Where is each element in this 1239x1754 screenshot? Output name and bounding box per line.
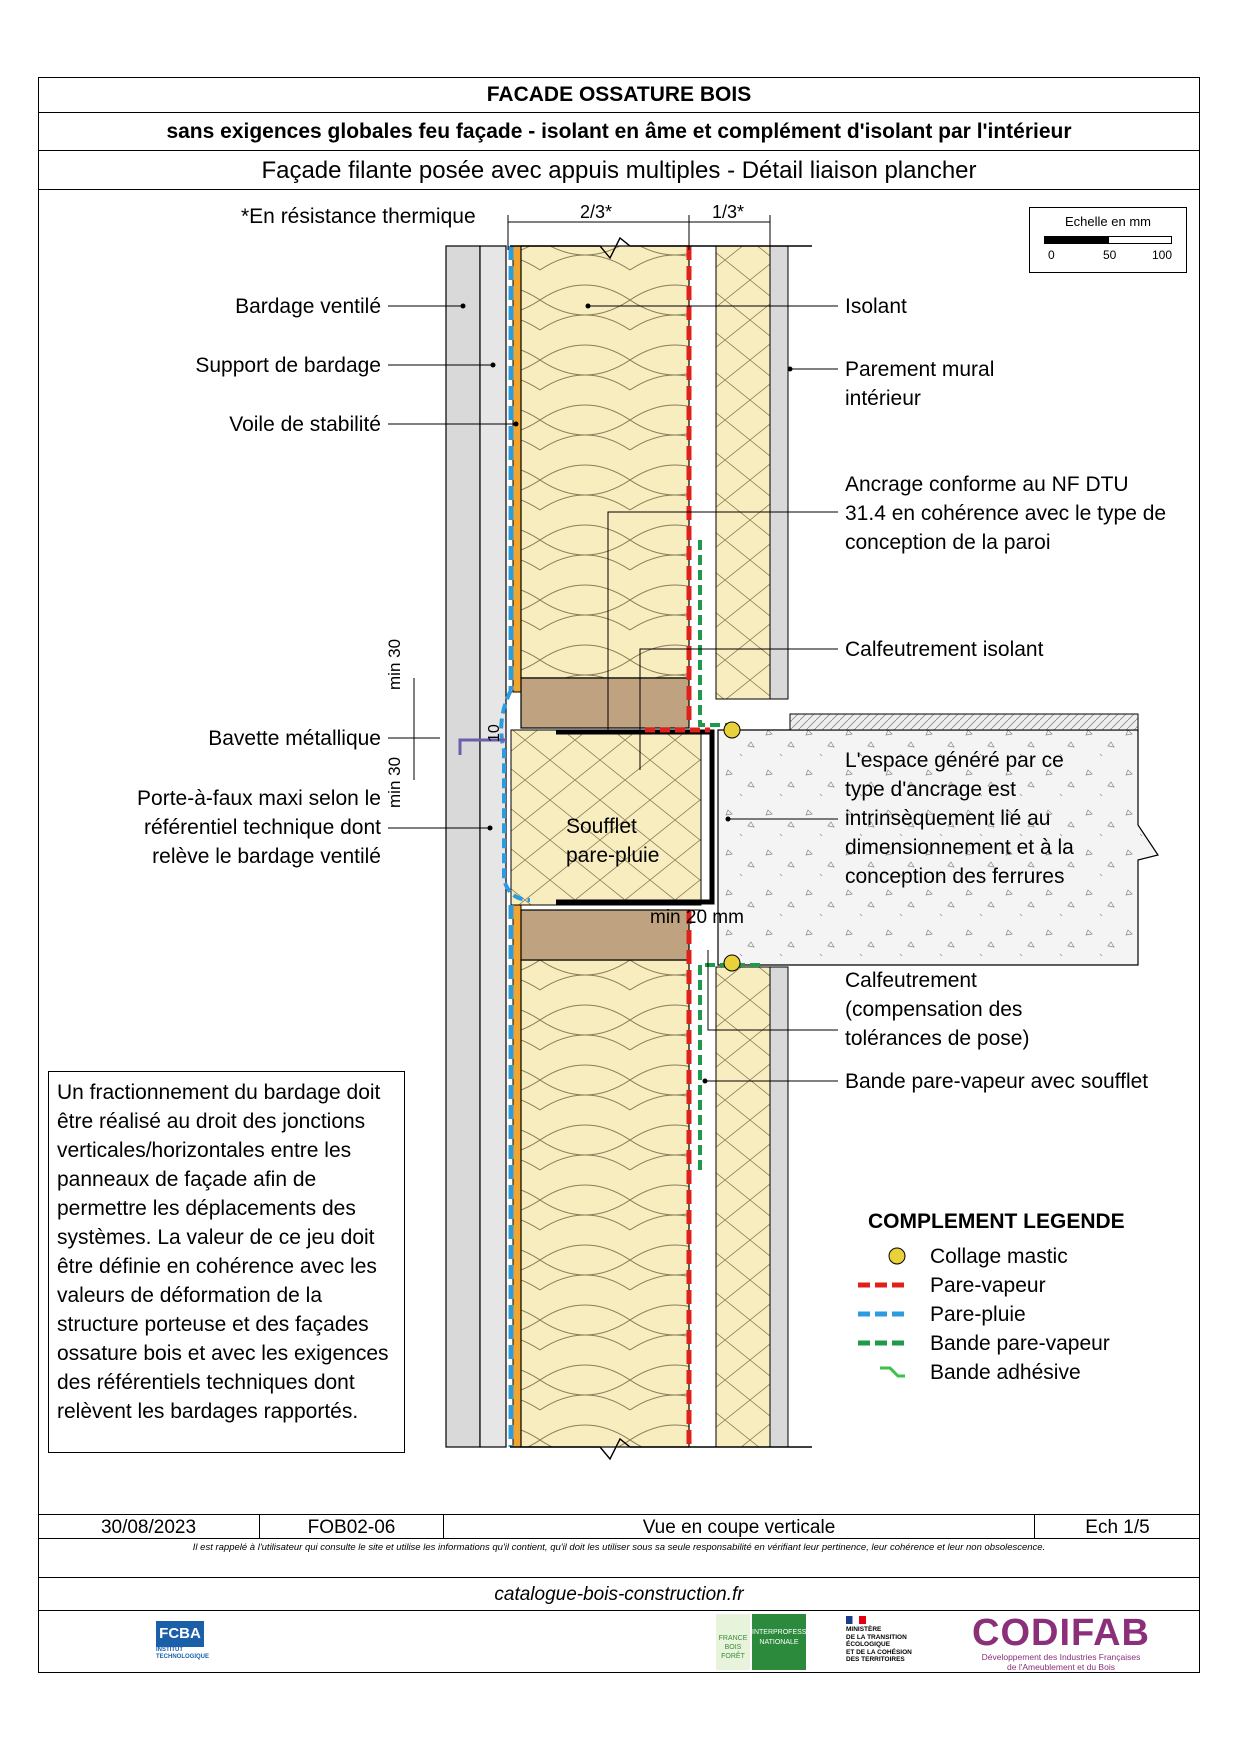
dim-1-3-label: 1/3* xyxy=(712,202,745,222)
main-insulation-lower xyxy=(520,959,690,1448)
legend-item-bande-adhesive: Bande adhésive xyxy=(930,1361,1081,1384)
floor-screed xyxy=(789,713,1139,731)
interior-insulation-upper xyxy=(715,245,771,700)
scale-caption: Echelle en mm xyxy=(1065,214,1151,229)
label-calfeutrement-1: Calfeutrement xyxy=(845,969,977,992)
leader-ancrage xyxy=(607,511,838,730)
codifab-logo: CODIFAB Développement des Industries Fra… xyxy=(972,1612,1150,1672)
scale-bar-white xyxy=(1108,236,1172,244)
scale-box: Echelle en mm 0 50 100 xyxy=(1029,207,1187,273)
label-bande-pv-soufflet: Bande pare-vapeur avec soufflet xyxy=(845,1070,1149,1093)
interior-insulation-lower xyxy=(715,966,771,1448)
footer-date: 30/08/2023 xyxy=(38,1515,260,1538)
footer-website[interactable]: catalogue-bois-construction.fr xyxy=(38,1577,1200,1611)
mastic-dot-upper xyxy=(723,721,741,739)
gap-insulation xyxy=(510,729,702,906)
interior-lining-upper xyxy=(769,245,789,700)
legend-item-mastic: Collage mastic xyxy=(930,1245,1068,1268)
label-parement-1: Parement mural xyxy=(845,358,995,381)
break-line-bottom xyxy=(510,1437,812,1461)
label-porte-1: Porte-à-faux maxi selon le xyxy=(137,787,381,810)
label-parement-2: intérieur xyxy=(845,387,921,410)
dim-min20-label: min 20 mm xyxy=(650,907,744,928)
fcba-logo: FCBA INSTITUT TECHNOLOGIQUE xyxy=(156,1621,209,1661)
footer-reference: FOB02-06 xyxy=(260,1515,444,1538)
label-espace-2: type d'ancrage est xyxy=(845,778,1016,801)
cladding-board xyxy=(445,245,481,1448)
label-bavette: Bavette métallique xyxy=(208,727,381,750)
rain-barrier-bellow xyxy=(499,689,531,902)
main-insulation-upper xyxy=(520,245,690,679)
legend-item-pare-vapeur: Pare-vapeur xyxy=(930,1274,1046,1297)
scale-tick-0: 0 xyxy=(1048,248,1055,262)
label-calfeutrement-2: (compensation des xyxy=(845,998,1023,1021)
label-porte-3: relève le bardage ventilé xyxy=(152,845,381,868)
title-block: 30/08/2023 FOB02-06 Vue en coupe vertica… xyxy=(38,1514,1200,1673)
sheet-subtitle: sans exigences globales feu façade - iso… xyxy=(39,113,1199,151)
sheet-title: FACADE OSSATURE BOIS xyxy=(39,78,1199,113)
legend-title: COMPLEMENT LEGENDE xyxy=(868,1210,1125,1233)
mastic-dot-lower xyxy=(723,954,741,972)
interior-lining-lower xyxy=(769,966,789,1448)
legend-item-pare-pluie: Pare-pluie xyxy=(930,1303,1026,1326)
steel-anchor xyxy=(556,729,715,905)
dim-2-3-label: 2/3* xyxy=(580,202,613,222)
thermal-note: *En résistance thermique xyxy=(241,205,476,228)
leader-calfeutrement xyxy=(707,950,838,1031)
scale-bar-black xyxy=(1044,236,1108,244)
drawing-sheet: FACADE OSSATURE BOIS sans exigences glob… xyxy=(38,77,1200,1673)
mastic-icon xyxy=(888,1247,906,1265)
label-espace-1: L'espace généré par ce xyxy=(845,749,1064,772)
label-porte-2: référentiel technique dont xyxy=(144,816,381,839)
adhesive-band-icon xyxy=(880,1366,905,1378)
label-calfeutrement-3: tolérances de pose) xyxy=(845,1027,1030,1050)
fractionation-note: Un fractionnement du bardage doit être r… xyxy=(48,1071,405,1453)
ministere-logo: MINISTÈRE DE LA TRANSITION ÉCOLOGIQUE ET… xyxy=(846,1616,926,1668)
label-ancrage-2: 31.4 en cohérence avec le type de xyxy=(845,502,1167,525)
timber-plate-upper xyxy=(520,677,690,729)
label-bardage: Bardage ventilé xyxy=(235,295,381,318)
concrete-slab xyxy=(717,729,1159,966)
footer-view: Vue en coupe verticale xyxy=(444,1515,1035,1538)
detail-title: Façade filante posée avec appuis multipl… xyxy=(39,151,1199,190)
label-espace-4: dimensionnement et à la xyxy=(845,836,1074,859)
dim-min30-bottom: min 30 xyxy=(385,756,404,808)
label-espace-3: intrinsèquement lié au xyxy=(845,807,1051,830)
label-calfeutrement-isolant: Calfeutrement isolant xyxy=(845,638,1044,661)
metal-flashing xyxy=(458,738,506,755)
label-isolant: Isolant xyxy=(845,295,907,318)
france-bois-foret-logo: FRANCE BOIS FORÊT INTERPROFESSION NATION… xyxy=(716,1614,819,1670)
break-line-top xyxy=(510,236,812,260)
footer-disclaimer: Il est rappelé à l'utilisateur qui consu… xyxy=(192,1542,1046,1553)
dim-min30-top: min 30 xyxy=(385,638,404,690)
osb-bracing-upper xyxy=(512,245,522,693)
label-support: Support de bardage xyxy=(195,354,381,377)
dim-10: 10 xyxy=(486,724,503,742)
scale-tick-100: 100 xyxy=(1152,248,1173,262)
label-espace-5: conception des ferrures xyxy=(845,865,1065,888)
leader-calfeutrement-isolant xyxy=(639,648,838,770)
title-block-row: 30/08/2023 FOB02-06 Vue en coupe vertica… xyxy=(38,1514,1200,1539)
soufflet-label-2: pare-pluie xyxy=(566,844,660,867)
label-voile: Voile de stabilité xyxy=(229,413,381,436)
footer-scale: Ech 1/5 xyxy=(1085,1517,1150,1538)
osb-bracing-lower xyxy=(512,904,522,1448)
legend-item-bande-pare-vapeur: Bande pare-vapeur xyxy=(930,1332,1110,1355)
soufflet-label-1: Soufflet xyxy=(566,815,637,838)
label-ancrage-1: Ancrage conforme au NF DTU xyxy=(845,473,1129,496)
timber-plate-lower xyxy=(520,909,690,961)
scale-tick-50: 50 xyxy=(1103,248,1117,262)
label-ancrage-3: conception de la paroi xyxy=(845,531,1051,554)
